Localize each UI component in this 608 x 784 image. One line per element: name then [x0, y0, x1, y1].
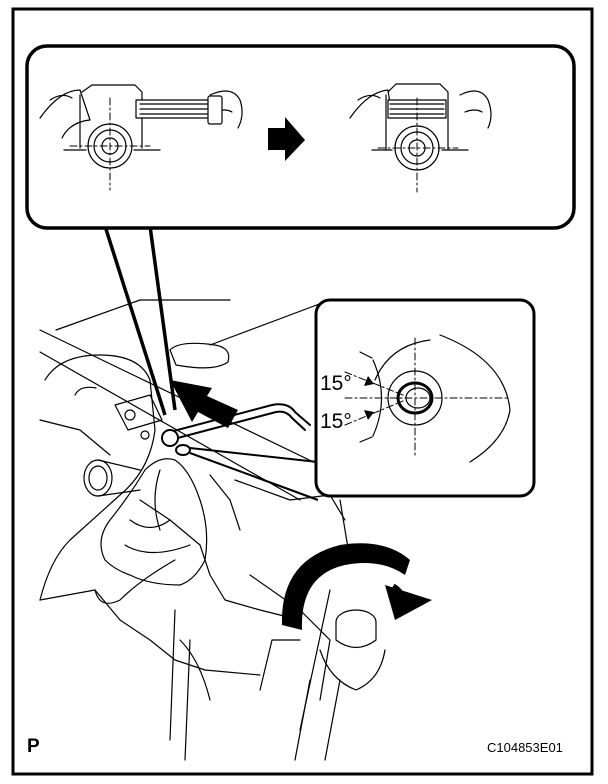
hex-wrench — [161, 403, 311, 456]
tool-after-centerlines — [377, 97, 459, 193]
angle-label-upper: 15° — [320, 372, 352, 395]
top-callout — [25, 44, 576, 416]
angle-callout-leader — [189, 447, 319, 501]
engine-assembly-drawing — [39, 299, 351, 761]
right-arrow-icon — [268, 117, 305, 161]
angle-label-lower: 15° — [320, 410, 352, 433]
figure-code: C104853E01 — [487, 740, 563, 755]
angle-arrowheads — [364, 376, 374, 420]
tool-before-centerlines — [69, 97, 151, 191]
rotating-knob — [319, 609, 386, 691]
bearing-centerlines — [344, 337, 511, 459]
rotation-arrow-icon — [281, 543, 432, 630]
angle-callout: 15° 15° — [189, 298, 536, 501]
insertion-arrow-icon — [170, 380, 238, 428]
page-letter: P — [27, 736, 40, 757]
top-callout-leader — [103, 225, 177, 416]
